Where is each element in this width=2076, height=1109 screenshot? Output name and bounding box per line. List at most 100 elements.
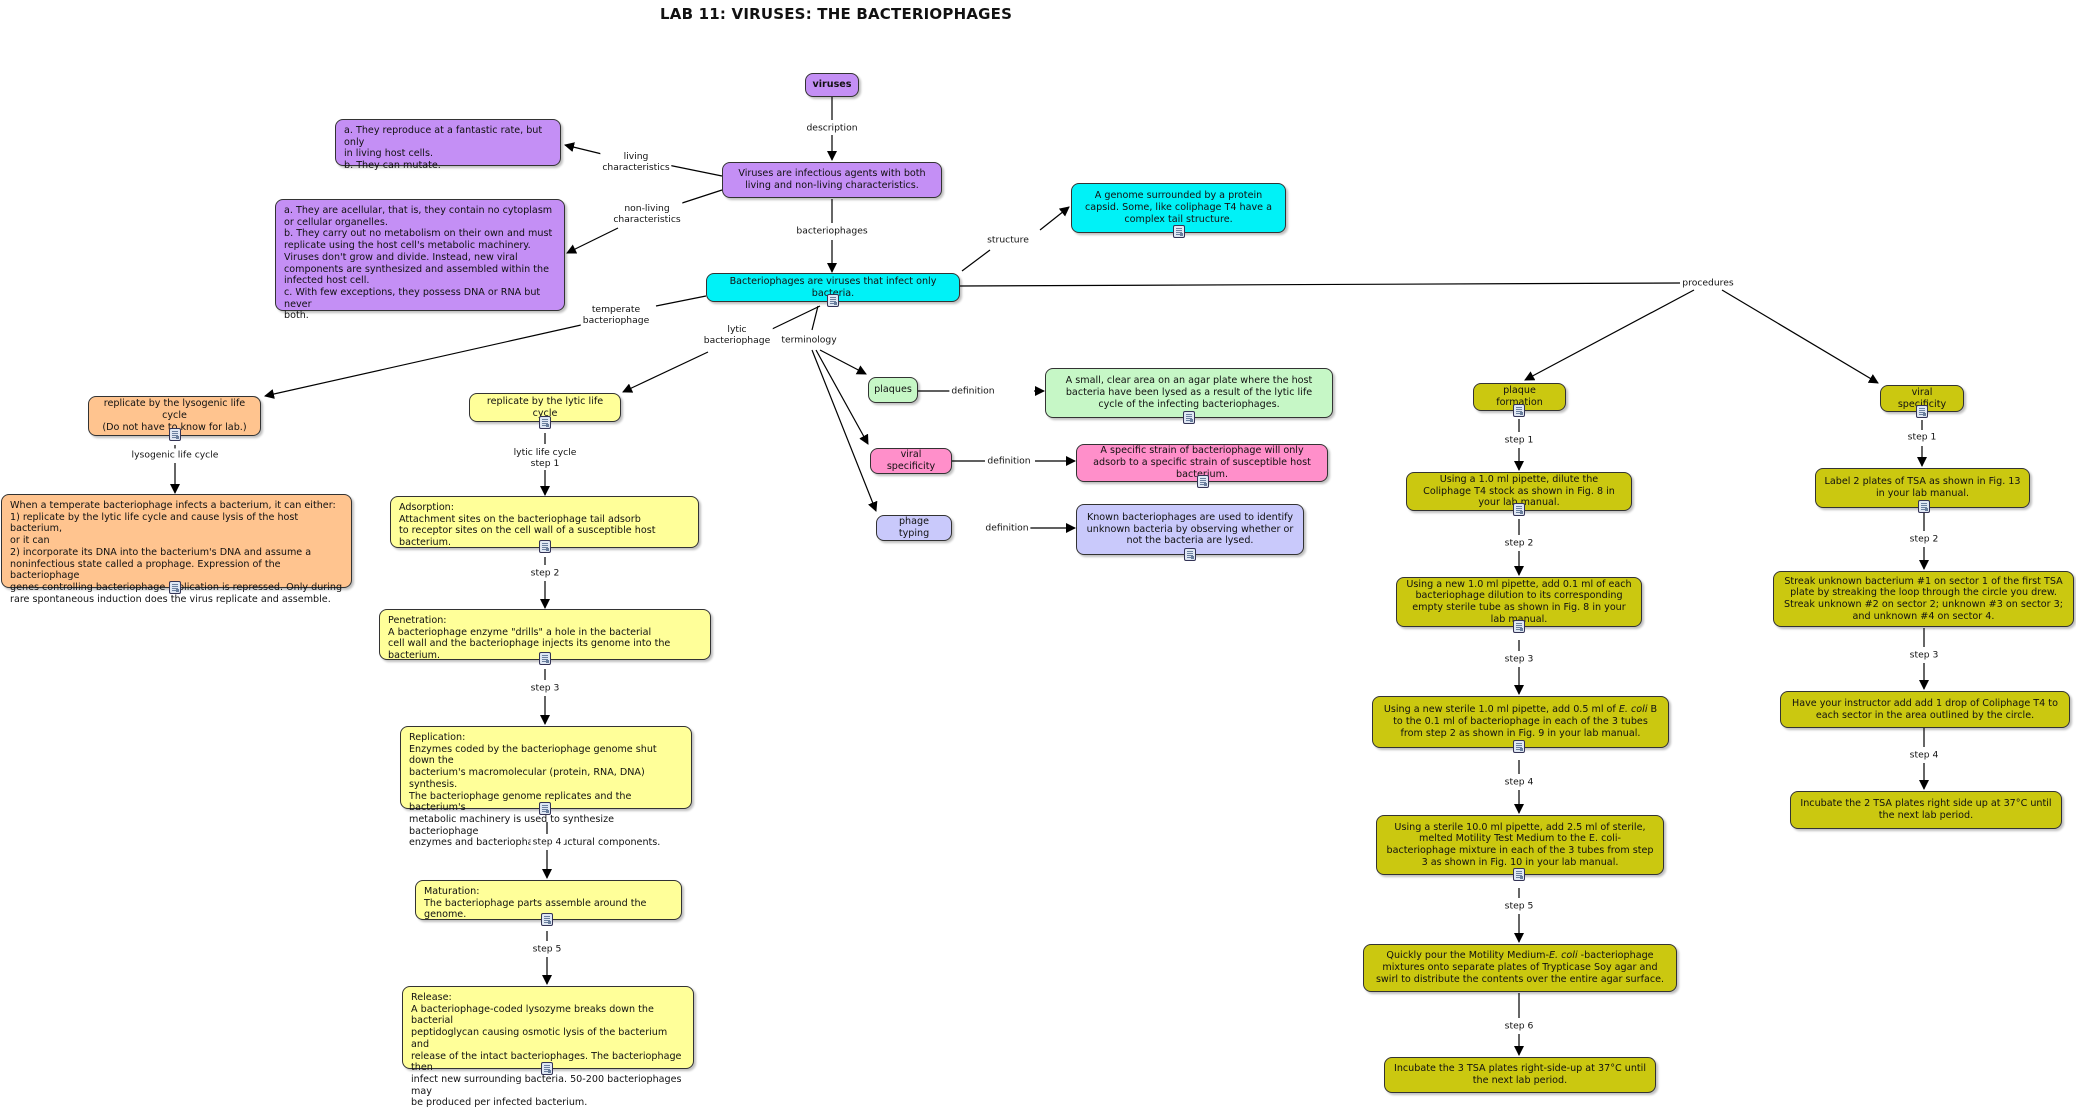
document-icon[interactable] bbox=[827, 294, 839, 307]
label-terminology: terminology bbox=[779, 333, 839, 347]
phage-typing-node[interactable]: phage typing bbox=[876, 515, 952, 541]
label-plaque-step-6: step 6 bbox=[1502, 1019, 1536, 1033]
label-bacteriophages: bacteriophages bbox=[794, 224, 870, 238]
label-lytic-bacteriophage: lytic bacteriophage bbox=[701, 322, 773, 348]
document-icon[interactable] bbox=[541, 913, 553, 926]
label-plaque-step-2: step 2 bbox=[1502, 536, 1536, 550]
document-icon[interactable] bbox=[169, 428, 181, 441]
adsorption-node[interactable]: Adsorption: Attachment sites on the bact… bbox=[390, 496, 699, 548]
phage-typing-definition-text: Known bacteriophages are used to identif… bbox=[1086, 511, 1294, 547]
label-viral-specificity-definition: definition bbox=[985, 454, 1033, 468]
document-icon[interactable] bbox=[539, 540, 551, 553]
viruses-description-node[interactable]: Viruses are infectious agents with both … bbox=[722, 162, 942, 198]
label-lytic-step-1: lytic life cycle step 1 bbox=[511, 445, 579, 471]
plaques-definition-node[interactable]: A small, clear area on an agar plate whe… bbox=[1045, 368, 1333, 418]
viral-step-2-text: Streak unknown bacterium #1 on sector 1 … bbox=[1784, 575, 2063, 622]
document-icon[interactable] bbox=[541, 1062, 553, 1075]
document-icon[interactable] bbox=[1173, 225, 1185, 238]
lysogenic-cycle-text: replicate by the lysogenic life cycle (D… bbox=[102, 398, 247, 433]
viral-step-3-node[interactable]: Have your instructor add add 1 drop of C… bbox=[1780, 691, 2070, 728]
structure-node[interactable]: A genome surrounded by a protein capsid.… bbox=[1071, 183, 1286, 233]
penetration-text: Penetration: A bacteriophage enzyme "dri… bbox=[388, 615, 671, 662]
document-icon[interactable] bbox=[1183, 411, 1195, 424]
plaque-step-5-node[interactable]: Quickly pour the Motility Medium-E. coli… bbox=[1363, 944, 1677, 992]
lysogenic-detail-node[interactable]: When a temperate bacteriophage infects a… bbox=[1, 494, 352, 605]
label-viral-step-1: step 1 bbox=[1905, 430, 1939, 444]
document-icon[interactable] bbox=[1513, 740, 1525, 753]
plaques-node[interactable]: plaques bbox=[868, 377, 918, 403]
plaque-step-6-node[interactable]: Incubate the 3 TSA plates right-side-up … bbox=[1384, 1057, 1656, 1093]
label-plaque-step-3: step 3 bbox=[1502, 652, 1536, 666]
label-viral-step-3: step 3 bbox=[1907, 648, 1941, 662]
document-icon[interactable] bbox=[1513, 620, 1525, 633]
viral-step-2-node[interactable]: Streak unknown bacterium #1 on sector 1 … bbox=[1773, 571, 2074, 627]
label-lytic-step-2: step 2 bbox=[528, 566, 562, 580]
phage-typing-text: phage typing bbox=[898, 516, 930, 539]
document-icon[interactable] bbox=[1918, 500, 1930, 513]
plaque-step-2-text: Using a new 1.0 ml pipette, add 0.1 ml o… bbox=[1406, 578, 1632, 625]
document-icon[interactable] bbox=[539, 652, 551, 665]
phage-typing-definition-node[interactable]: Known bacteriophages are used to identif… bbox=[1076, 504, 1304, 555]
plaques-definition-text: A small, clear area on an agar plate whe… bbox=[1065, 375, 1313, 410]
viral-specificity-procedure-text: viral specificity bbox=[1897, 386, 1947, 410]
document-icon[interactable] bbox=[1916, 405, 1928, 418]
plaque-step-4-node[interactable]: Using a sterile 10.0 ml pipette, add 2.5… bbox=[1376, 815, 1664, 875]
page-title: LAB 11: VIRUSES: THE BACTERIOPHAGES bbox=[660, 5, 1013, 23]
living-characteristics-node[interactable]: a. They reproduce at a fantastic rate, b… bbox=[335, 119, 561, 171]
maturation-text: Maturation: The bacteriophage parts asse… bbox=[424, 886, 647, 921]
document-icon[interactable] bbox=[1184, 548, 1196, 561]
document-icon[interactable] bbox=[1513, 503, 1525, 516]
label-lytic-step-4: step 4 bbox=[530, 835, 564, 849]
label-viral-step-2: step 2 bbox=[1907, 532, 1941, 546]
viral-specificity-term-text: viral specificity bbox=[886, 449, 936, 472]
label-procedures: procedures bbox=[1680, 276, 1736, 290]
label-plaque-step-1: step 1 bbox=[1502, 433, 1536, 447]
plaque-step-4-text: Using a sterile 10.0 ml pipette, add 2.5… bbox=[1386, 821, 1654, 868]
lysogenic-detail-text: When a temperate bacteriophage infects a… bbox=[10, 500, 343, 605]
replication-text: Replication: Enzymes coded by the bacter… bbox=[409, 732, 661, 849]
nonliving-characteristics-text: a. They are acellular, that is, they con… bbox=[284, 205, 553, 322]
release-node[interactable]: Release: A bacteriophage-coded lysozyme … bbox=[402, 986, 694, 1108]
label-lytic-step-3: step 3 bbox=[528, 681, 562, 695]
label-viral-step-4: step 4 bbox=[1907, 748, 1941, 762]
label-lytic-step-5: step 5 bbox=[530, 942, 564, 956]
label-living-characteristics: living characteristics bbox=[600, 149, 672, 175]
plaque-formation-text: plaque formation bbox=[1496, 385, 1543, 408]
viral-step-1-text: Label 2 plates of TSA as shown in Fig. 1… bbox=[1824, 476, 2021, 499]
plaque-step-6-text: Incubate the 3 TSA plates right-side-up … bbox=[1393, 1063, 1647, 1086]
release-text: Release: A bacteriophage-coded lysozyme … bbox=[411, 992, 682, 1109]
plaque-step-1-text: Using a 1.0 ml pipette, dilute the Colip… bbox=[1423, 473, 1615, 509]
viruses-description-text: Viruses are infectious agents with both … bbox=[738, 168, 926, 191]
label-lysogenic-life-cycle: lysogenic life cycle bbox=[129, 448, 221, 462]
document-icon[interactable] bbox=[1197, 475, 1209, 488]
lytic-cycle-text: replicate by the lytic life cycle bbox=[486, 395, 604, 419]
document-icon[interactable] bbox=[169, 581, 181, 594]
living-characteristics-text: a. They reproduce at a fantastic rate, b… bbox=[344, 125, 543, 172]
label-temperate-bacteriophage: temperate bacteriophage bbox=[580, 302, 652, 328]
document-icon[interactable] bbox=[1513, 404, 1525, 417]
plaque-step-5-text: Quickly pour the Motility Medium-E. coli… bbox=[1375, 950, 1665, 985]
plaque-step-3-text: Using a new sterile 1.0 ml pipette, add … bbox=[1383, 704, 1658, 739]
plaque-step-3-node[interactable]: Using a new sterile 1.0 ml pipette, add … bbox=[1372, 696, 1669, 748]
plaques-text: plaques bbox=[874, 384, 912, 396]
viruses-node[interactable]: viruses bbox=[805, 73, 859, 97]
adsorption-text: Adsorption: Attachment sites on the bact… bbox=[399, 502, 656, 549]
document-icon[interactable] bbox=[1513, 868, 1525, 881]
structure-text: A genome surrounded by a protein capsid.… bbox=[1085, 190, 1272, 225]
nonliving-characteristics-node[interactable]: a. They are acellular, that is, they con… bbox=[275, 199, 565, 321]
label-structure: structure bbox=[985, 233, 1031, 247]
bacteriophages-text: Bacteriophages are viruses that infect o… bbox=[729, 275, 937, 299]
label-plaques-definition: definition bbox=[949, 384, 997, 398]
label-nonliving-characteristics: non-living characteristics bbox=[611, 201, 683, 227]
label-plaque-step-4: step 4 bbox=[1502, 775, 1536, 789]
label-plaque-step-5: step 5 bbox=[1502, 899, 1536, 913]
viral-specificity-term-node[interactable]: viral specificity bbox=[870, 448, 952, 474]
label-description: description bbox=[804, 121, 860, 135]
document-icon[interactable] bbox=[539, 802, 551, 815]
bacteriophages-node[interactable]: Bacteriophages are viruses that infect o… bbox=[706, 273, 960, 302]
viral-specificity-definition-text: A specific strain of bacteriophage will … bbox=[1093, 445, 1311, 479]
viral-step-4-node[interactable]: Incubate the 2 TSA plates right side up … bbox=[1790, 791, 2062, 829]
replication-node[interactable]: Replication: Enzymes coded by the bacter… bbox=[400, 726, 692, 848]
document-icon[interactable] bbox=[539, 416, 551, 429]
